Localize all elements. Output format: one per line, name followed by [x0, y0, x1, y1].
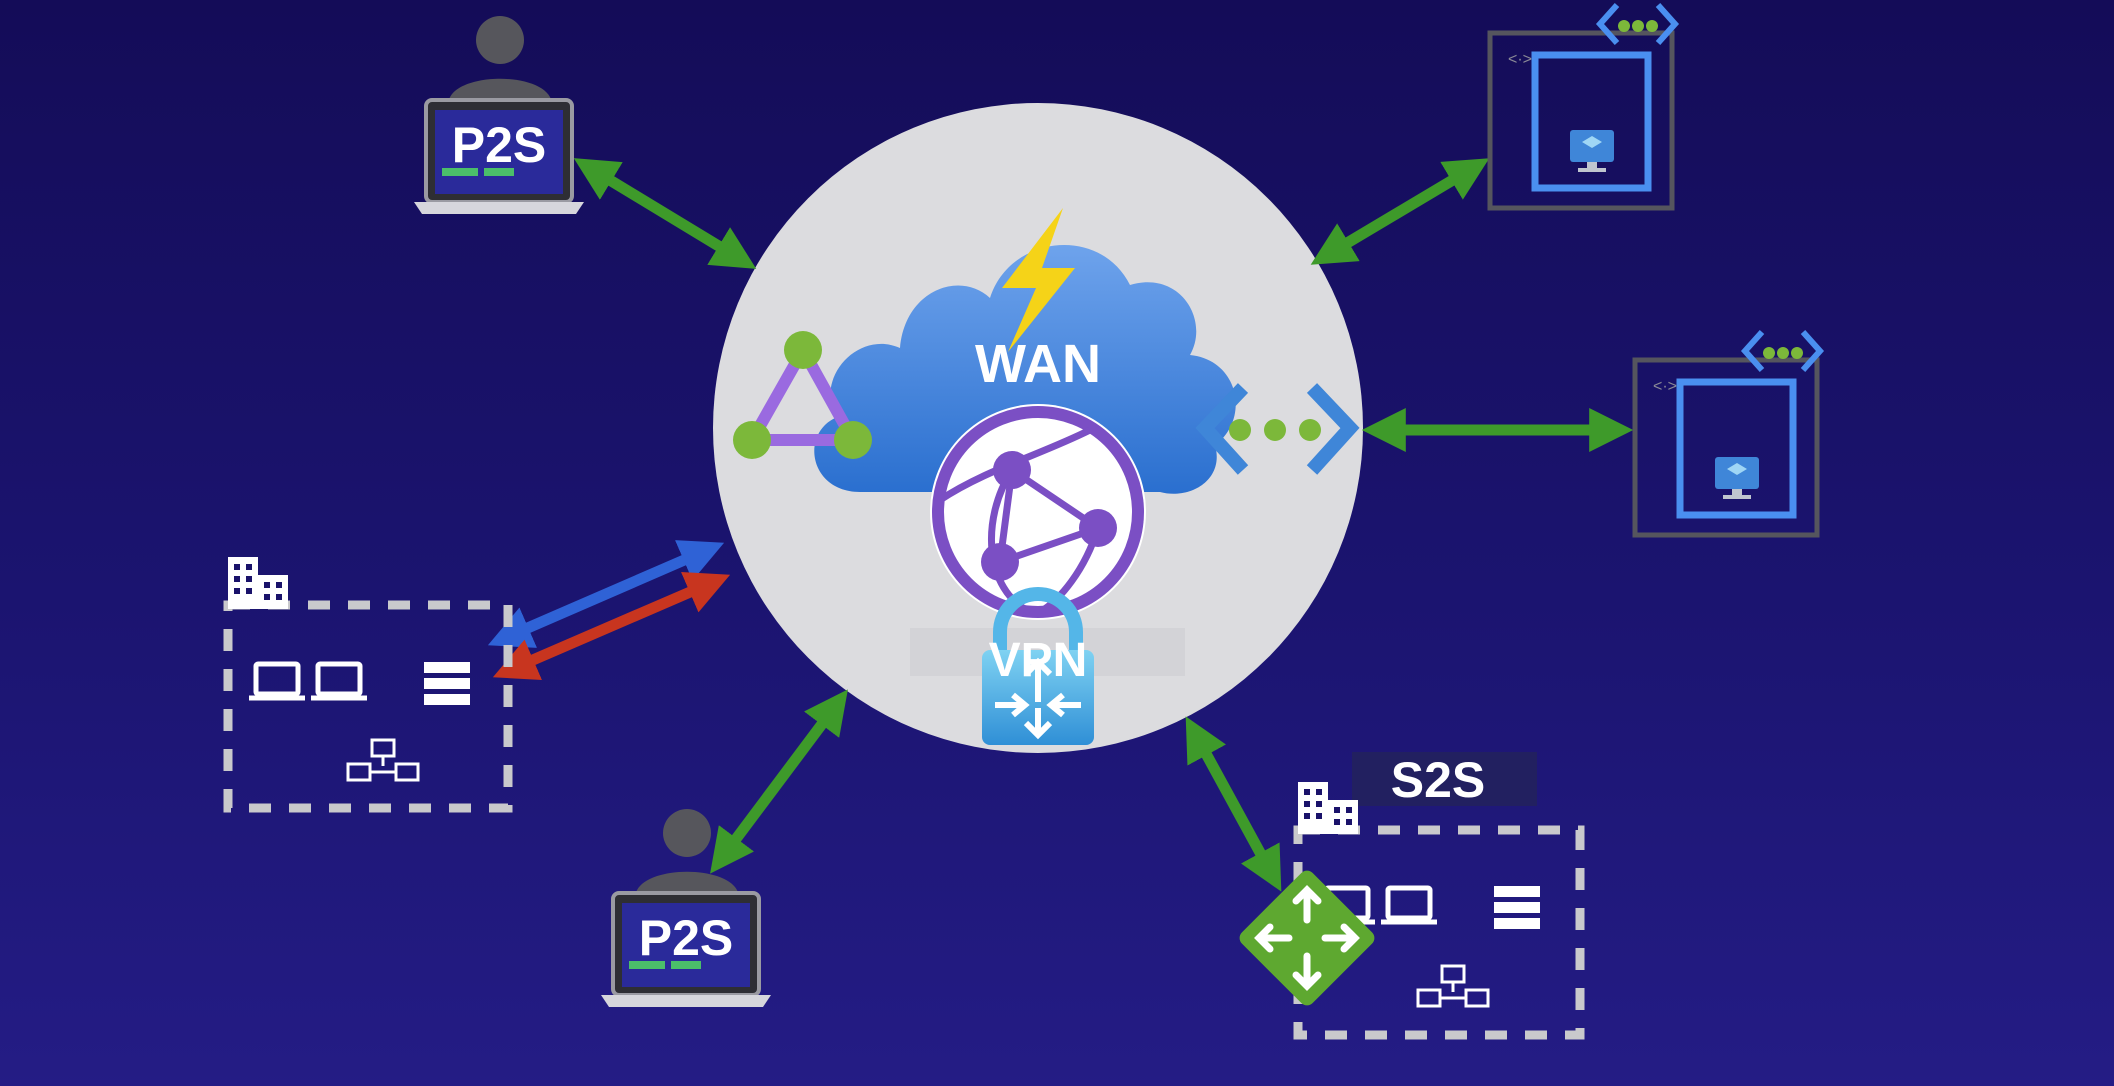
arrow-s2s — [1185, 716, 1282, 892]
network-icon — [346, 738, 420, 782]
cloud-icon — [814, 244, 1236, 494]
connection-arrows — [487, 158, 1634, 892]
branch-dashed-boundary — [223, 600, 513, 813]
router-icon — [1239, 870, 1375, 1006]
vnet-connector-icon — [1740, 329, 1825, 373]
p2s-client-bottom: P2S — [601, 809, 771, 1007]
vnet-inner-box — [1676, 378, 1797, 519]
vnet-outer-box — [1632, 357, 1820, 538]
virtual-machine-icon — [1715, 457, 1759, 499]
lightning-icon — [1002, 208, 1075, 352]
s2s-label-band — [1352, 752, 1537, 806]
virtual-wan-hub: WAN — [713, 103, 1363, 753]
wan-label: WAN — [975, 334, 1101, 394]
vnet-right: <·> — [1632, 329, 1825, 538]
p2s-label-bottom: P2S — [639, 910, 734, 966]
vnet-small-brackets: <·> — [1508, 51, 1532, 68]
gateway-connector-icon — [1195, 383, 1360, 475]
building-icon — [1298, 782, 1358, 834]
laptop-small-icon — [249, 661, 305, 701]
arrow-vnet-top — [1310, 158, 1490, 265]
arrow-branch-red — [492, 572, 731, 680]
s2s-label: S2S — [1391, 752, 1486, 808]
vpn-lock-icon — [982, 587, 1094, 745]
user-icon — [448, 16, 552, 105]
server-icon — [424, 662, 470, 705]
branch-office-left — [223, 557, 513, 813]
s2s-site: S2S — [1239, 752, 1585, 1040]
vnet-small-brackets: <·> — [1653, 378, 1677, 395]
network-icon — [1416, 964, 1490, 1008]
arrow-p2s-top — [573, 158, 757, 269]
vnet-connector-icon — [1595, 2, 1680, 46]
vnet-inner-box — [1531, 51, 1652, 192]
globe-icon — [930, 404, 1146, 620]
p2s-client-top: P2S — [414, 16, 584, 214]
p2s-label-top: P2S — [452, 117, 547, 173]
vpn-label: VPN — [989, 634, 1088, 687]
vnet-top-right: <·> — [1487, 2, 1680, 211]
building-icon — [228, 557, 288, 609]
server-icon — [1494, 886, 1540, 929]
network-triangle-icon — [733, 331, 872, 459]
laptop-icon — [601, 891, 771, 1007]
laptop-small-icon — [311, 661, 367, 701]
laptop-small-icon — [1381, 885, 1437, 925]
virtual-machine-icon — [1570, 130, 1614, 172]
vnet-outer-box — [1487, 30, 1675, 211]
arrow-p2s-bottom — [710, 689, 848, 874]
s2s-dashed-boundary — [1293, 825, 1585, 1040]
laptop-icon — [414, 98, 584, 214]
